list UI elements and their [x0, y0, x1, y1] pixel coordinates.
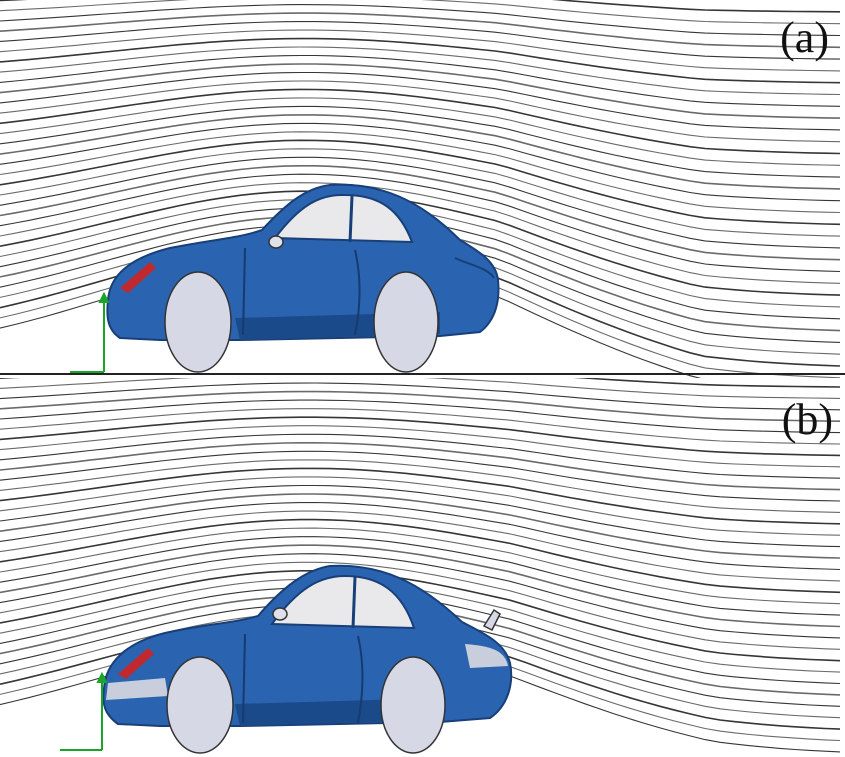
b-streamline: [0, 378, 841, 399]
b-streamline: [0, 536, 841, 616]
axis-triad-icon: [70, 291, 110, 373]
a-streamline: [0, 63, 841, 119]
b-streamline: [0, 527, 841, 605]
b-streamline: [0, 493, 841, 559]
a-streamline: [0, 0, 841, 25]
a-streamline: [0, 131, 841, 214]
b-streamline: [0, 476, 841, 536]
streamline-diagram-a: [0, 0, 841, 378]
car-window-a: [273, 193, 414, 244]
spoiler-b: [482, 608, 501, 632]
b-streamline: [0, 544, 841, 628]
a-streamline: [0, 46, 841, 96]
a-streamline: [0, 97, 841, 166]
car-window-b: [270, 574, 416, 630]
a-streamline: [0, 114, 841, 190]
b-streamline: [0, 425, 841, 468]
wheel-rear-b: [380, 656, 446, 754]
b-streamline: [0, 450, 841, 502]
wheel-rear-a: [373, 271, 439, 373]
b-streamline: [0, 378, 841, 388]
a-streamline: [0, 80, 841, 143]
car-a: [106, 183, 500, 373]
b-streamline: [0, 382, 841, 411]
b-streamline: [0, 561, 841, 650]
b-streamline: [0, 399, 841, 434]
a-streamline: [0, 148, 841, 237]
b-streamline: [0, 390, 841, 422]
a-streamline: [0, 122, 841, 202]
a-streamline: [0, 71, 841, 131]
b-streamline: [0, 416, 841, 457]
a-streamline: [0, 12, 841, 49]
car-b: [102, 564, 513, 754]
a-streamline: [0, 4, 841, 37]
wheel-front-a: [164, 271, 232, 373]
panel-label-a: (a): [780, 13, 829, 62]
light-a: [120, 262, 156, 293]
a-streamline: [0, 0, 841, 13]
a-streamline: [0, 190, 841, 296]
wheel-front-b: [166, 656, 234, 754]
a-streamline: [0, 29, 841, 72]
streamline-diagram-b: [0, 378, 841, 754]
light-b: [118, 648, 154, 679]
a-streamline: [0, 88, 841, 155]
b-streamline: [0, 501, 841, 571]
b-streamline: [0, 510, 841, 582]
b-streamline: [0, 518, 841, 594]
b-streamline: [0, 570, 841, 662]
a-streamline: [0, 156, 841, 249]
b-streamline: [0, 553, 841, 639]
b-streamline: [0, 442, 841, 491]
a-streamline: [0, 54, 841, 107]
panel-a: (a): [0, 0, 845, 378]
a-streamline: [0, 165, 841, 261]
panel-b: (b): [0, 378, 845, 757]
a-streamline: [0, 21, 841, 60]
b-streamline: [0, 408, 841, 445]
b-streamline: [0, 484, 841, 548]
a-streamline: [0, 105, 841, 178]
axis-triad-icon: [60, 671, 108, 751]
b-streamline: [0, 459, 841, 513]
a-streamline: [0, 173, 841, 273]
ground-line-a: [0, 373, 845, 375]
a-streamline: [0, 182, 841, 284]
panel-label-b: (b): [781, 395, 833, 444]
a-streamline: [0, 37, 841, 84]
b-streamline: [0, 467, 841, 525]
a-streamline: [0, 139, 841, 226]
b-streamline: [0, 433, 841, 479]
